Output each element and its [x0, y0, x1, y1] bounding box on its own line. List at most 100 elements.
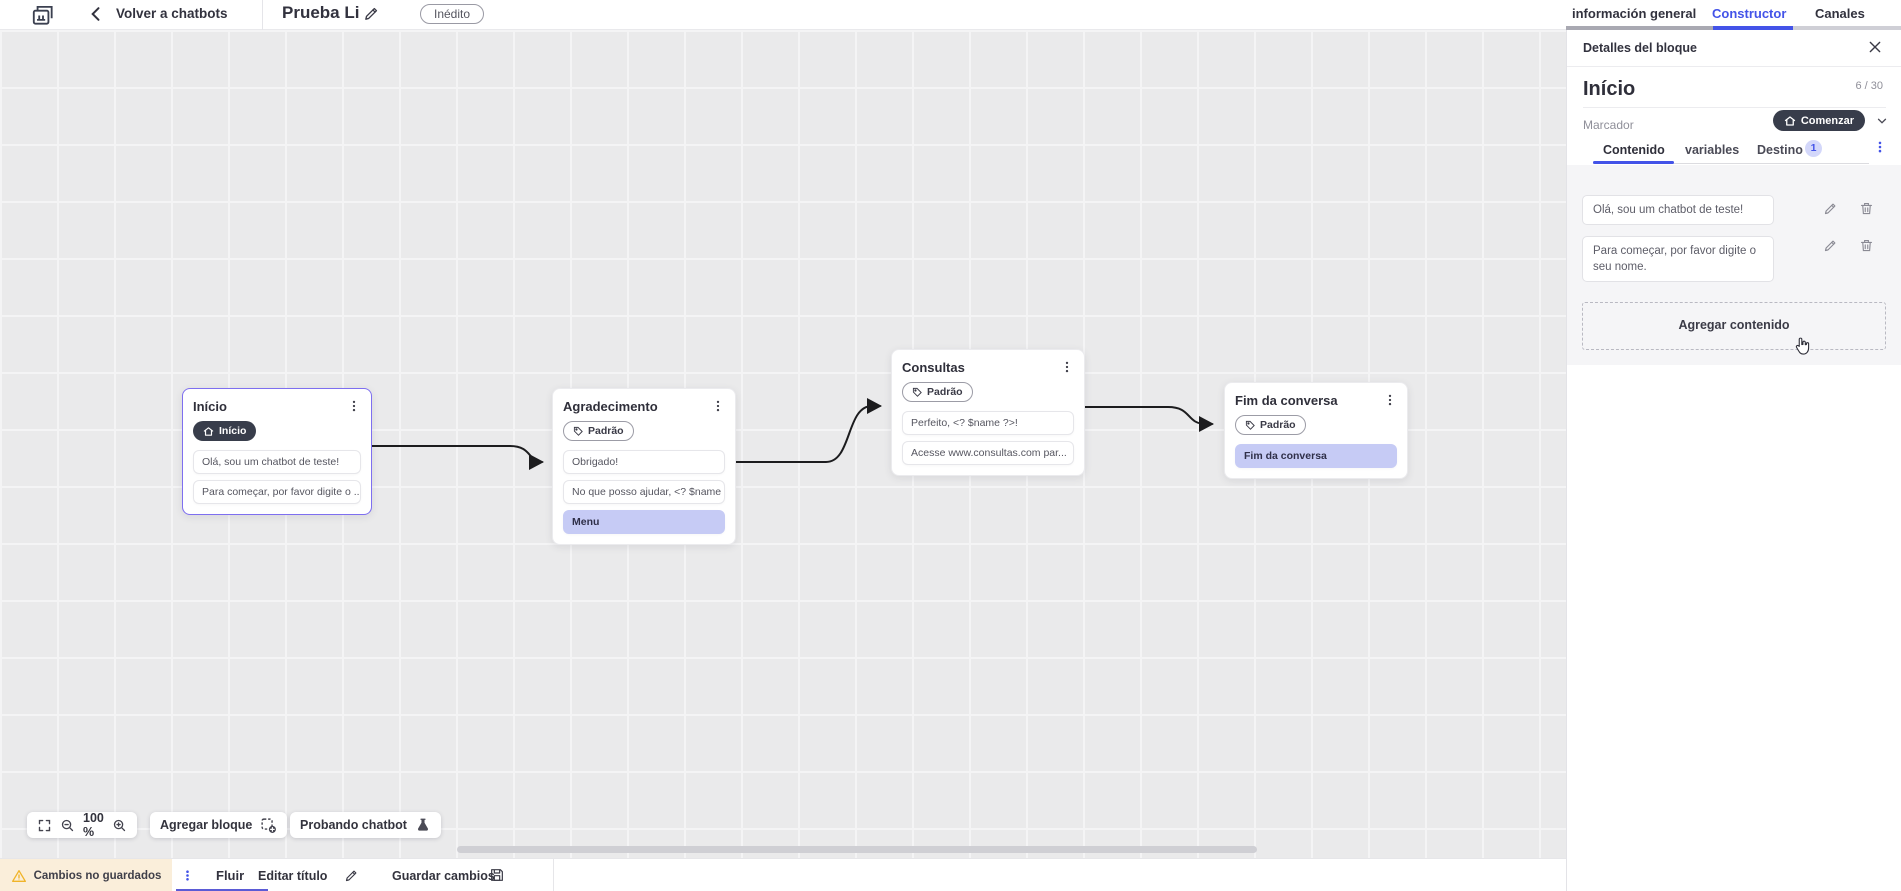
node-badge-label: Início — [219, 425, 247, 437]
add-content-button[interactable]: Agregar contenido — [1582, 302, 1886, 350]
node-title: Início — [193, 399, 227, 414]
zoom-out-icon[interactable] — [60, 818, 75, 833]
node-end-row[interactable]: Fim da conversa — [1235, 443, 1397, 468]
block-name: Início — [1583, 78, 1636, 100]
add-block-button[interactable]: Agregar bloque — [150, 812, 288, 838]
panel-tab-active-indicator — [1593, 161, 1674, 164]
edit-pencil-icon[interactable] — [1823, 238, 1838, 253]
edge-inicio-agradecimento — [371, 445, 544, 470]
home-icon — [1784, 115, 1796, 127]
node-inicio[interactable]: Início Início Olá, sou um chatbot de tes… — [182, 388, 372, 515]
destino-count-badge: 1 — [1805, 140, 1822, 157]
status-badge: Inédito — [420, 4, 485, 24]
edge-consultas-fim — [1084, 406, 1214, 432]
panel-tab-track — [1593, 163, 1869, 164]
add-block-label: Agregar bloque — [160, 818, 253, 832]
panel-tab-contenido[interactable]: Contenido — [1603, 143, 1665, 157]
warning-icon — [11, 868, 27, 884]
edit-title-button[interactable]: Editar título — [258, 869, 328, 883]
tab-canales[interactable]: Canales — [1815, 6, 1865, 21]
mouse-cursor-icon — [1791, 335, 1813, 357]
panel-divider — [1567, 66, 1901, 67]
tab-track-right — [1793, 26, 1901, 30]
node-badge-label: Padrão — [927, 386, 963, 398]
footer-divider — [553, 859, 554, 891]
zoom-in-icon[interactable] — [112, 818, 127, 833]
node-content-row[interactable]: No que posso ajudar, <? $name ... — [563, 479, 725, 504]
marker-value: Comenzar — [1800, 114, 1854, 127]
edge-agradecimento-consultas — [735, 398, 882, 463]
block-details-panel: Detalles del bloque Início 6 / 30 Marcad… — [1566, 30, 1901, 891]
test-chatbot-label: Probando chatbot — [300, 818, 407, 832]
tag-icon — [1245, 420, 1256, 431]
node-content-row[interactable]: Acesse www.consultas.com par... — [902, 440, 1074, 465]
close-icon[interactable] — [1867, 39, 1883, 55]
tag-icon — [912, 387, 923, 398]
zoom-controls: 100 % — [27, 811, 137, 839]
canvas-toolbar: 100 % Agregar bloque Probando chatbot — [0, 811, 1566, 839]
node-content-row[interactable]: Obrigado! — [563, 449, 725, 474]
horizontal-scrollbar[interactable] — [457, 846, 1257, 853]
back-button[interactable] — [86, 4, 106, 24]
tab-constructor[interactable]: Constructor — [1712, 6, 1787, 21]
trash-icon[interactable] — [1859, 201, 1874, 216]
footer-tab-fluir[interactable]: Fluir — [216, 868, 245, 883]
back-label[interactable]: Volver a chatbots — [116, 6, 228, 21]
node-menu-dots-icon[interactable] — [1060, 360, 1074, 374]
save-icon[interactable] — [489, 867, 505, 883]
node-menu-dots-icon[interactable] — [711, 399, 725, 413]
node-type-badge: Padrão — [1235, 415, 1306, 435]
fullscreen-icon[interactable] — [37, 818, 52, 833]
node-menu-dots-icon[interactable] — [347, 399, 361, 413]
node-consultas[interactable]: Consultas Padrão Perfeito, <? $name ?>! … — [891, 349, 1085, 476]
tag-icon — [573, 426, 584, 437]
edit-pencil-icon[interactable] — [1823, 201, 1838, 216]
node-menu-row[interactable]: Menu — [563, 509, 725, 534]
node-badge-label: Padrão — [1260, 419, 1296, 431]
content-item[interactable]: Para começar, por favor digite o seu nom… — [1582, 236, 1774, 282]
panel-title: Detalles del bloque — [1583, 41, 1697, 55]
node-type-badge: Padrão — [902, 382, 973, 402]
save-changes-button[interactable]: Guardar cambios — [392, 869, 495, 883]
chatbot-title: Prueba Li — [282, 3, 360, 22]
tab-track-left — [1566, 26, 1713, 30]
node-menu-dots-icon[interactable] — [1383, 393, 1397, 407]
marker-select[interactable]: Comenzar — [1772, 110, 1865, 131]
node-title: Agradecimento — [563, 399, 658, 414]
add-block-icon — [260, 817, 277, 834]
unsaved-changes-label: Cambios no guardados — [33, 869, 162, 882]
node-fim-da-conversa[interactable]: Fim da conversa Padrão Fim da conversa — [1224, 382, 1408, 479]
footer-tab-active-indicator — [176, 889, 268, 891]
top-header: Volver a chatbots Prueba Li Inédito info… — [0, 0, 1901, 30]
node-badge-label: Padrão — [588, 425, 624, 437]
pencil-icon[interactable] — [344, 868, 359, 883]
connection-edges — [371, 398, 1214, 470]
panel-tab-destino[interactable]: Destino — [1757, 143, 1803, 157]
node-start-badge: Início — [193, 421, 257, 441]
node-content-row[interactable]: Perfeito, <? $name ?>! — [902, 410, 1074, 435]
content-item[interactable]: Olá, sou um chatbot de teste! — [1582, 195, 1774, 225]
node-title: Fim da conversa — [1235, 393, 1338, 408]
panel-menu-dots-icon[interactable] — [1873, 140, 1887, 154]
node-type-badge: Padrão — [563, 421, 634, 441]
node-agradecimento[interactable]: Agradecimento Padrão Obrigado! No que po… — [552, 388, 736, 545]
char-counter: 6 / 30 — [1855, 80, 1883, 92]
trash-icon[interactable] — [1859, 238, 1874, 253]
test-chatbot-button[interactable]: Probando chatbot — [290, 812, 441, 838]
node-title: Consultas — [902, 360, 965, 375]
node-content-row[interactable]: Para começar, por favor digite o ... — [193, 479, 361, 504]
chevron-down-icon[interactable] — [1875, 114, 1889, 128]
tab-informacion-general[interactable]: información general — [1572, 6, 1697, 21]
node-content-row[interactable]: Olá, sou um chatbot de teste! — [193, 449, 361, 474]
unsaved-changes-banner: Cambios no guardados — [0, 859, 172, 891]
zoom-level: 100 % — [83, 811, 104, 839]
footer-menu-dots-icon[interactable] — [181, 869, 194, 882]
header-divider — [262, 0, 263, 30]
flow-canvas[interactable]: Início Início Olá, sou um chatbot de tes… — [0, 30, 1566, 858]
home-icon — [203, 426, 214, 437]
panel-tab-variables[interactable]: variables — [1685, 143, 1740, 157]
edit-title-pencil-icon[interactable] — [363, 5, 380, 22]
app-logo-icon — [30, 2, 56, 28]
marker-label: Marcador — [1583, 118, 1634, 132]
